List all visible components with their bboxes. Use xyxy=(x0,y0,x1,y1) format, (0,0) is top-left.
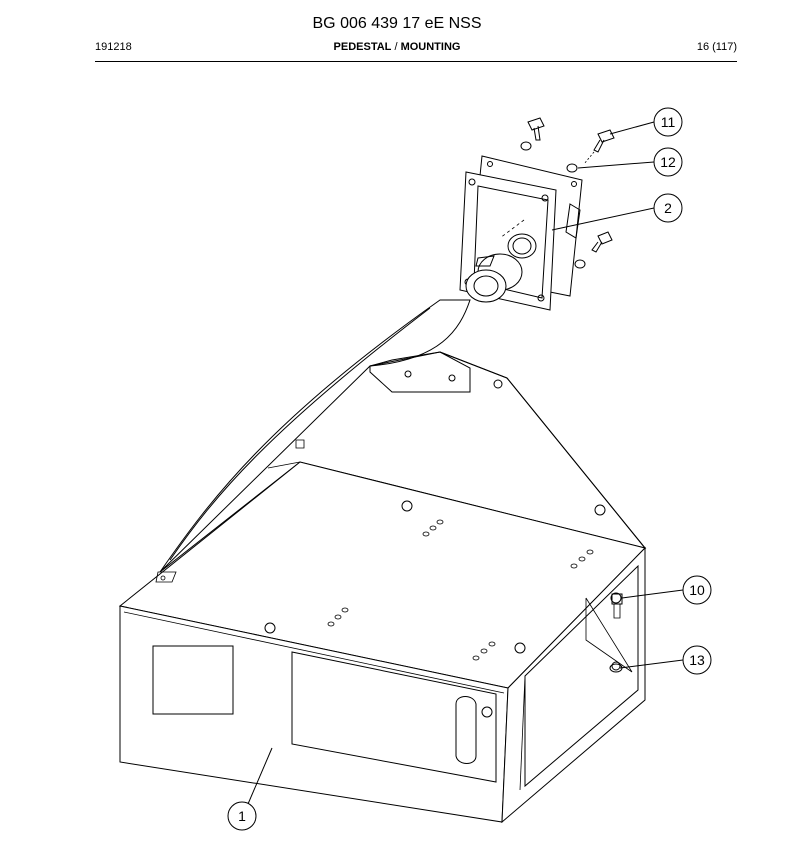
callout-10-label: 10 xyxy=(689,582,705,598)
callout-2-label: 2 xyxy=(664,200,672,216)
callout-11: 11 xyxy=(653,107,683,137)
callout-2: 2 xyxy=(653,193,683,223)
date-code: 191218 xyxy=(95,41,132,53)
callout-12-label: 12 xyxy=(660,154,676,170)
callout-1-label: 1 xyxy=(238,808,246,824)
leader-lines xyxy=(247,121,684,805)
section-separator: / xyxy=(391,41,401,53)
callout-10: 10 xyxy=(682,575,712,605)
page-number: 16 (117) xyxy=(696,41,737,53)
hardware xyxy=(520,117,623,673)
section-title-part2: MOUNTING xyxy=(400,41,461,53)
callout-11-label: 11 xyxy=(661,114,676,130)
section-title: PEDESTAL / MOUNTING xyxy=(0,41,794,53)
document-number: BG 006 439 17 eE NSS xyxy=(312,15,482,32)
section-title-part1: PEDESTAL xyxy=(333,41,392,53)
header-rule xyxy=(95,61,737,62)
callout-1: 1 xyxy=(227,801,257,831)
callout-13-label: 13 xyxy=(689,652,705,668)
callout-13: 13 xyxy=(682,645,712,675)
mounting-flange xyxy=(459,155,583,311)
pedestal-arm xyxy=(159,299,647,573)
callout-12: 12 xyxy=(653,147,683,177)
pedestal-base-box xyxy=(118,461,646,824)
